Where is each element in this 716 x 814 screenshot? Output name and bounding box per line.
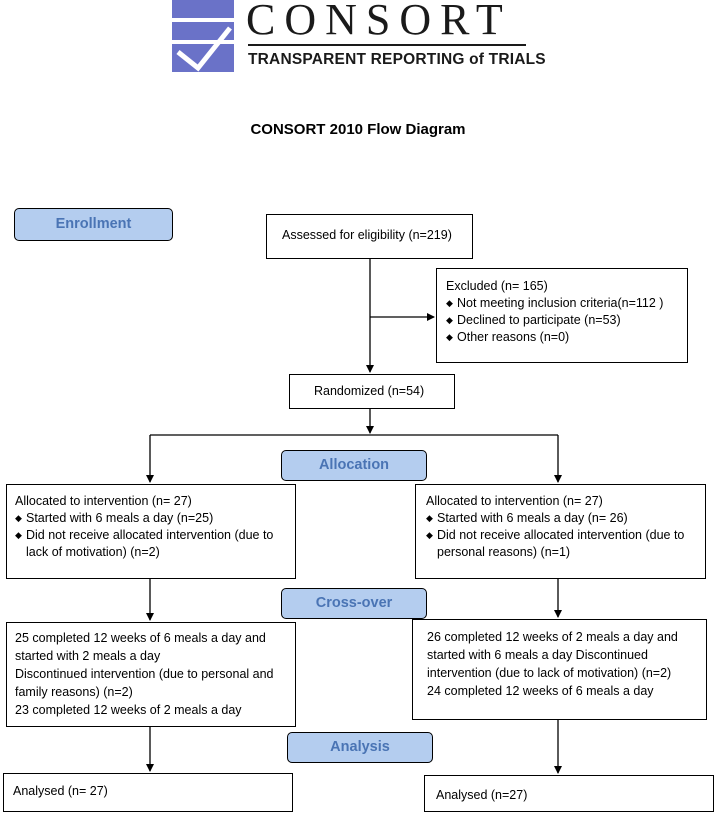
randomized-box: Randomized (n=54) [289, 374, 455, 409]
left-crossover-line: 23 completed 12 weeks of 2 meals a day [15, 703, 242, 717]
right-allocation-box: Allocated to intervention (n= 27) Starte… [415, 484, 706, 579]
bullet-icon [15, 510, 26, 527]
left-allocation-item: Did not receive allocated intervention (… [15, 527, 289, 561]
right-analysis-text: Analysed (n=27) [436, 788, 528, 802]
left-crossover-line: 25 completed 12 weeks of 6 meals a day a… [15, 631, 266, 663]
randomized-text: Randomized (n=54) [314, 384, 425, 398]
left-crossover-box: 25 completed 12 weeks of 6 meals a day a… [6, 622, 296, 727]
excluded-item: Other reasons (n=0) [446, 329, 681, 346]
consort-logo-mark-icon [172, 0, 234, 72]
stage-analysis: Analysis [287, 732, 433, 763]
right-crossover-line: 26 completed 12 weeks of 2 meals a day a… [427, 630, 678, 680]
left-analysis-box: Analysed (n= 27) [3, 773, 293, 812]
left-analysis-text: Analysed (n= 27) [13, 784, 108, 798]
left-allocation-item: Started with 6 meals a day (n=25) [15, 510, 289, 527]
right-allocation-item: Started with 6 meals a day (n= 26) [426, 510, 699, 527]
bullet-icon [426, 527, 437, 561]
excluded-item: Declined to participate (n=53) [446, 312, 681, 329]
left-allocation-heading: Allocated to intervention (n= 27) [15, 494, 192, 508]
assessed-text: Assessed for eligibility (n=219) [282, 228, 452, 242]
stage-enrollment: Enrollment [14, 208, 173, 241]
right-allocation-heading: Allocated to intervention (n= 27) [426, 494, 603, 508]
right-crossover-line: 24 completed 12 weeks of 6 meals a day [427, 684, 654, 698]
right-analysis-box: Analysed (n=27) [424, 775, 714, 812]
excluded-item: Not meeting inclusion criteria(n=112 ) [446, 295, 681, 312]
left-crossover-line: Discontinued intervention (due to person… [15, 667, 274, 699]
bullet-icon [446, 329, 457, 346]
consort-subtitle: TRANSPARENT REPORTING of TRIALS [248, 51, 546, 68]
stage-crossover: Cross-over [281, 588, 427, 619]
excluded-heading: Excluded (n= 165) [446, 279, 548, 293]
bullet-icon [446, 312, 457, 329]
right-allocation-item: Did not receive allocated intervention (… [426, 527, 699, 561]
bullet-icon [426, 510, 437, 527]
right-crossover-box: 26 completed 12 weeks of 2 meals a day a… [412, 619, 707, 720]
excluded-box: Excluded (n= 165) Not meeting inclusion … [436, 268, 688, 363]
consort-wordmark: CONSORT [246, 0, 512, 44]
left-allocation-box: Allocated to intervention (n= 27) Starte… [6, 484, 296, 579]
stage-allocation: Allocation [281, 450, 427, 481]
consort-logo: CONSORT TRANSPARENT REPORTING of TRIALS [172, 0, 546, 78]
logo-divider [248, 44, 526, 46]
bullet-icon [15, 527, 26, 561]
bullet-icon [446, 295, 457, 312]
assessed-box: Assessed for eligibility (n=219) [266, 214, 473, 259]
page-title: CONSORT 2010 Flow Diagram [250, 121, 466, 138]
